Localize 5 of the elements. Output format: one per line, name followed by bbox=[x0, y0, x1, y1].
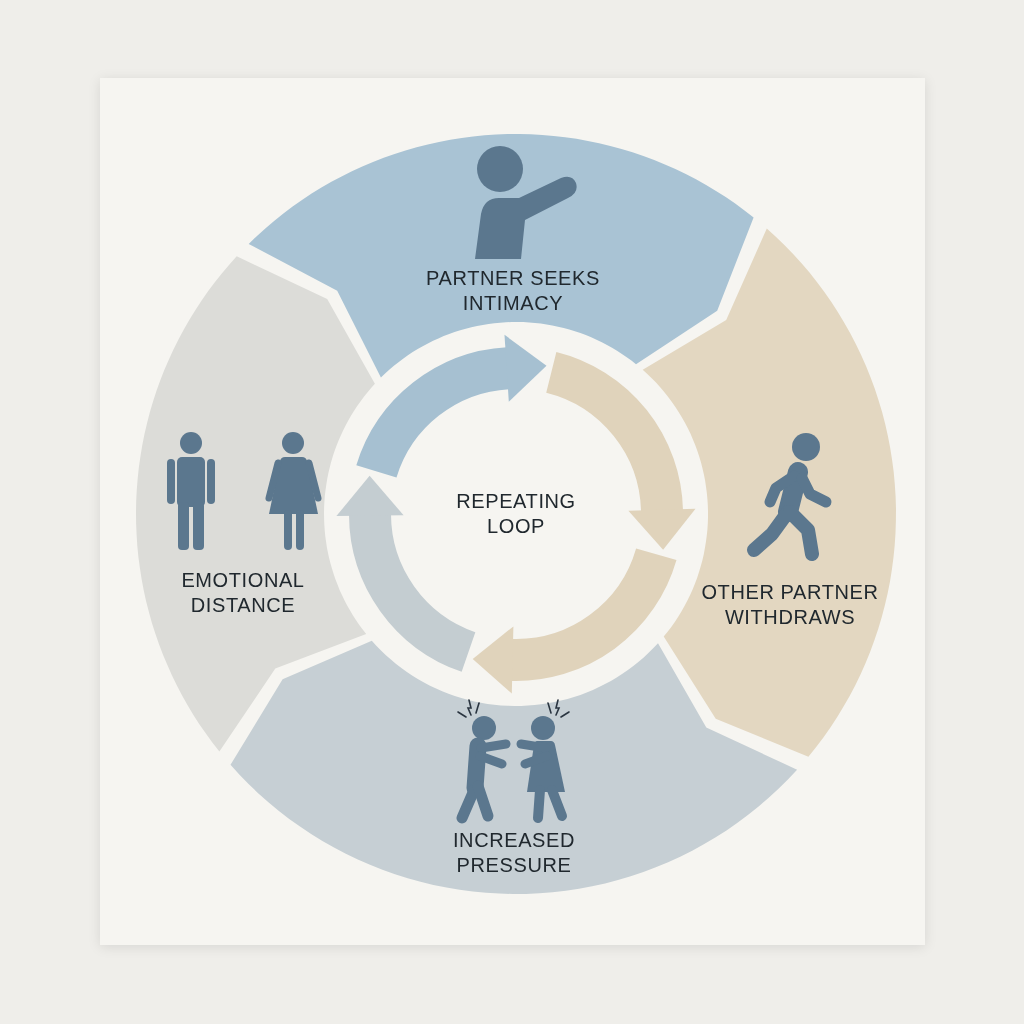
segment-label: OTHER PARTNER WITHDRAWS bbox=[700, 580, 880, 630]
segment-label: PARTNER SEEKS INTIMACY bbox=[425, 266, 601, 316]
segment-label: EMOTIONAL DISTANCE bbox=[180, 568, 306, 618]
segment-label: INCREASED PRESSURE bbox=[451, 828, 577, 878]
center-label: REPEATING LOOP bbox=[455, 489, 577, 539]
